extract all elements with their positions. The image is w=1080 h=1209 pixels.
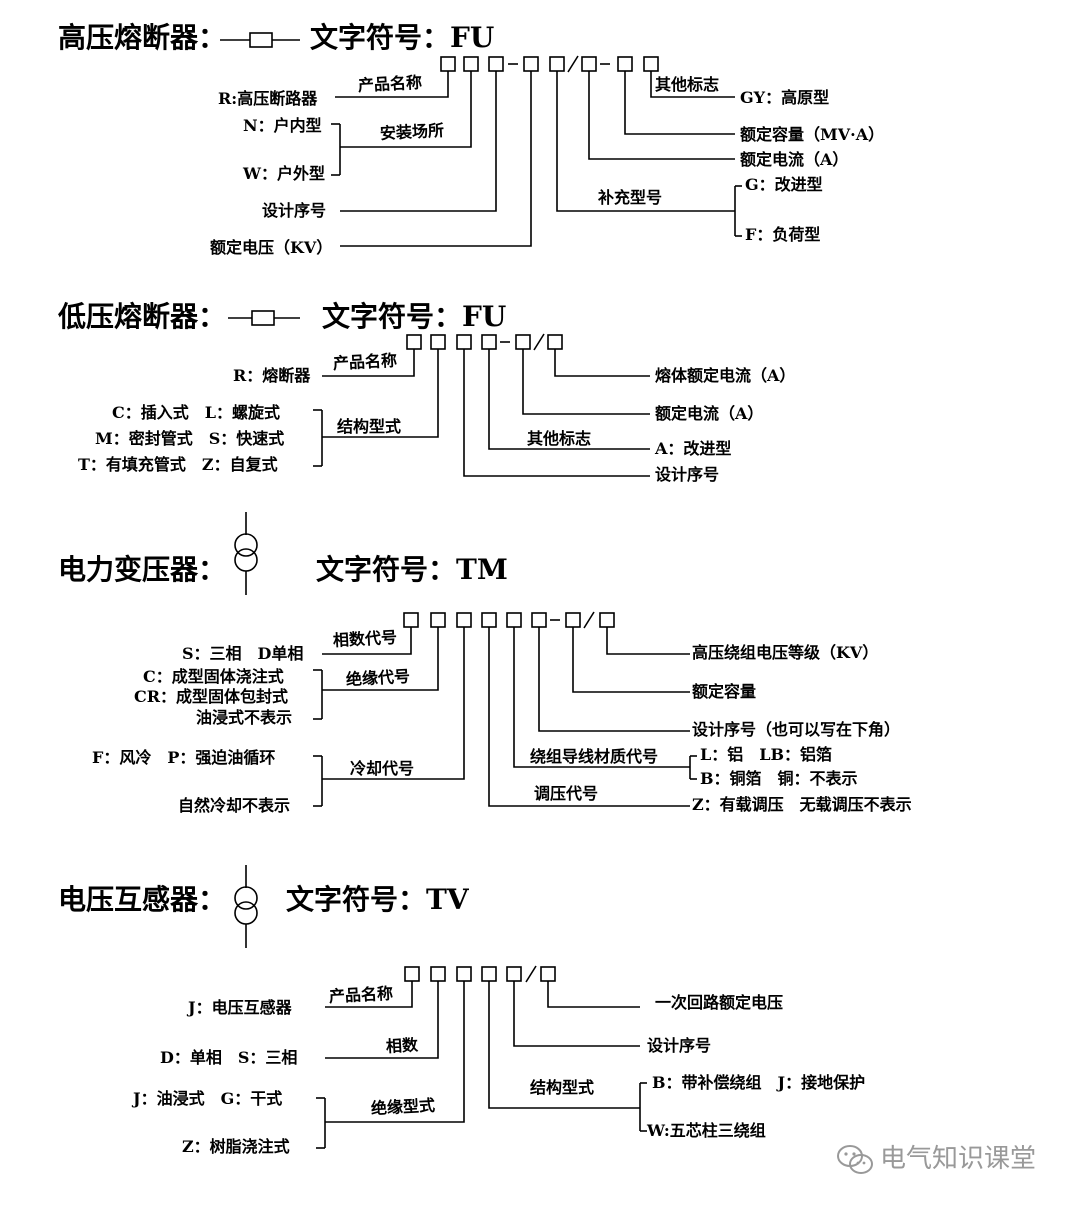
- lv-label-r: R：熔断器: [233, 366, 311, 385]
- lv-label-t: T：有填充管式 Z：自复式: [78, 455, 278, 474]
- lv-caption-product-name: 产品名称: [332, 350, 398, 373]
- lv-caption-structure: 结构型式: [337, 417, 402, 436]
- lv-label-c: C：插入式 L：螺旋式: [112, 403, 280, 422]
- hv-label-w: W：户外型: [243, 164, 325, 183]
- pt-title: 电压互感器：: [58, 883, 227, 916]
- hv-label-voltage: 额定电压（KV）: [210, 238, 333, 257]
- tm-caption-regulation: 调压代号: [534, 784, 599, 803]
- lv-caption-other-mark: 其他标志: [527, 429, 592, 448]
- pt-right-primary: 一次回路额定电压: [655, 993, 784, 1012]
- tm-label-f: F：风冷 P：强迫油循环: [92, 748, 276, 767]
- pt-right-b: B：带补偿绕组 J：接地保护: [652, 1073, 866, 1092]
- hv-right-f: F：负荷型: [745, 225, 821, 244]
- hv-right-capacity: 额定容量（MV·A）: [740, 125, 885, 144]
- tm-right-b: B：铜箔 铜：不表示: [700, 769, 858, 788]
- tm-right-z: Z：有载调压 无载调压不表示: [692, 795, 912, 814]
- transformer-leaders: [313, 627, 697, 807]
- hv-right-g: G：改进型: [745, 175, 823, 194]
- tm-caption-phase: 相数代号: [332, 627, 398, 650]
- hv-fuse-boxes: [440, 55, 659, 73]
- tm-label-cr: CR：成型固体包封式: [134, 687, 289, 706]
- pt-caption-phase: 相数: [385, 1035, 419, 1056]
- tm-right-design: 设计序号（也可以写在下角）: [692, 720, 901, 739]
- transformer-symbol: [234, 512, 258, 595]
- pt-label-j: J：电压互感器: [188, 998, 292, 1017]
- lv-label-m: M：密封管式 S：快速式: [95, 429, 285, 448]
- tm-label-c: C：成型固体浇注式: [143, 667, 284, 686]
- hv-label-design: 设计序号: [262, 201, 327, 220]
- lv-fuse-symbol-text: 文字符号：FU: [322, 300, 507, 333]
- tm-caption-insulation: 绝缘代号: [345, 666, 411, 689]
- hv-caption-other-mark: 其他标志: [655, 75, 720, 94]
- hv-label-n: N：户内型: [243, 116, 322, 135]
- lv-right-current: 额定电流（A）: [655, 404, 764, 423]
- lv-fuse-title: 低压熔断器：: [58, 300, 227, 333]
- hv-caption-product-name: 产品名称: [357, 72, 423, 95]
- tm-right-l: L：铝 LB：铝箔: [700, 745, 833, 764]
- hv-fuse-title: 高压熔断器：: [58, 21, 227, 54]
- hv-label-r: R:高压断路器: [218, 89, 318, 108]
- tm-label-s: S：三相 D单相: [182, 644, 304, 663]
- hv-fuse-symbol-text: 文字符号：FU: [310, 21, 495, 54]
- tm-right-hv: 高压绕组电压等级（KV）: [692, 643, 879, 662]
- lv-right-melt: 熔体额定电流（A）: [655, 366, 796, 385]
- pt-label-z: Z：树脂浇注式: [182, 1137, 290, 1156]
- tm-caption-wire: 绕组导线材质代号: [530, 747, 659, 766]
- hv-caption-install-place: 安装场所: [379, 120, 445, 143]
- pt-caption-product-name: 产品名称: [328, 983, 394, 1006]
- tm-label-oil: 油浸式不表示: [196, 708, 293, 727]
- hv-right-gy: GY：高原型: [740, 88, 830, 107]
- lv-fuse-boxes: [406, 333, 563, 351]
- pt-label-j2: J：油浸式 G：干式: [133, 1089, 283, 1108]
- tm-right-capacity: 额定容量: [692, 682, 757, 701]
- transformer-title: 电力变压器：: [58, 553, 227, 586]
- tm-caption-cooling: 冷却代号: [350, 759, 415, 778]
- pt-symbol: [234, 865, 258, 948]
- lv-right-design: 设计序号: [655, 465, 720, 484]
- pt-right-design: 设计序号: [647, 1036, 712, 1055]
- pt-boxes: [404, 965, 556, 983]
- tm-label-natural: 自然冷却不表示: [178, 796, 291, 815]
- lv-fuse-leaders: [313, 349, 650, 477]
- hv-fuse-leaders: [331, 71, 742, 247]
- pt-caption-insulation: 绝缘型式: [370, 1095, 436, 1118]
- transformer-boxes: [403, 611, 615, 629]
- pt-caption-structure: 结构型式: [530, 1078, 595, 1097]
- lv-right-a: A：改进型: [655, 439, 732, 458]
- hv-fuse-symbol: [220, 32, 300, 48]
- hv-right-current: 额定电流（A）: [740, 150, 849, 169]
- pt-label-d: D：单相 S：三相: [160, 1048, 298, 1067]
- watermark-text: 电气知识课堂: [880, 1144, 1037, 1174]
- transformer-symbol-text: 文字符号：TM: [316, 553, 508, 586]
- hv-caption-supplement: 补充型号: [598, 188, 663, 207]
- wechat-icon: [837, 1145, 873, 1174]
- lv-fuse-symbol: [228, 310, 300, 326]
- pt-right-w: W:五芯柱三绕组: [647, 1121, 766, 1140]
- pt-leaders: [316, 981, 647, 1149]
- pt-symbol-text: 文字符号：TV: [286, 883, 469, 916]
